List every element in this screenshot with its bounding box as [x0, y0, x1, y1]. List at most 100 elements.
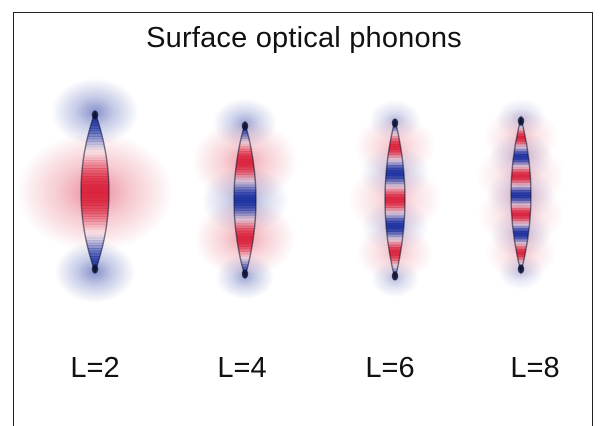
mode-6-stripe-42: [385, 231, 405, 235]
mode-8-stripe-21: [511, 171, 531, 176]
mode-4-stripe-47: [234, 243, 256, 247]
mode-8-stripe-50: [511, 246, 531, 250]
mode-8-stripe-46: [511, 236, 531, 240]
mode-2-stripe-38: [81, 213, 109, 217]
mode-8-stripe-13: [511, 151, 531, 155]
mode-8-stripe-8: [511, 138, 531, 142]
mode-4-stripe-11: [234, 151, 256, 155]
mode-4-stripe-33: [234, 207, 256, 211]
mode-6-stripe-28: [385, 194, 405, 198]
mode-4-stripe-5: [234, 135, 256, 139]
mode-4-stripe-21: [234, 176, 256, 181]
mode-6-stripe-53: [385, 260, 405, 264]
mode-4-stripe-8: [234, 143, 256, 147]
mode-6-stripe-18: [385, 167, 405, 171]
mode-label-l2: L=2: [70, 352, 120, 384]
mode-4-stripe-26: [234, 189, 256, 193]
mode-4-stripe-50: [234, 251, 256, 255]
mode-8-stripe-39: [511, 218, 531, 222]
mode-4-stripe-18: [234, 169, 256, 173]
mode-2-stripe-34: [81, 202, 109, 206]
mode-4-stripe-41: [234, 228, 256, 232]
mode-2-stripe-30: [81, 192, 109, 196]
mode-8-stripe-42: [511, 225, 531, 229]
mode-2-tip-1: [91, 264, 99, 274]
mode-8-stripe-14: [511, 153, 531, 158]
mode-2-stripe-22: [81, 170, 109, 174]
mode-8-stripe-41: [511, 223, 531, 227]
mode-4-stripe-20: [234, 174, 256, 178]
mode-4-stripe-19: [234, 171, 256, 175]
mode-4: [191, 98, 299, 300]
mode-6-stripe-37: [385, 218, 405, 222]
mode-4-stripe-28: [234, 194, 256, 199]
figure-title: Surface optical phonons: [146, 22, 462, 54]
mode-6-stripe-36: [385, 215, 405, 219]
mode-2-stripe-43: [81, 226, 109, 230]
mode-4-stripe-4: [234, 133, 256, 137]
mode-4-stripe-46: [234, 241, 256, 245]
mode-label-l6: L=6: [365, 352, 415, 384]
mode-6-stripe-30: [385, 199, 405, 203]
mode-2-stripe-13: [81, 146, 109, 150]
mode-8-stripe-22: [511, 174, 531, 178]
mode-8-stripe-26: [511, 184, 531, 188]
mode-2-stripe-11: [81, 141, 109, 145]
mode-8-stripe-18: [511, 164, 531, 168]
mode-4-stripe-6: [234, 138, 256, 142]
mode-6-stripe-32: [385, 204, 405, 209]
mode-8-stripe-32: [511, 200, 531, 204]
mode-6-stripe-41: [385, 228, 405, 232]
mode-6-stripe-6: [385, 135, 405, 140]
mode-2-stripe-36: [81, 208, 109, 212]
mode-2-stripe-23: [81, 173, 109, 177]
mode-6-stripe-39: [385, 223, 405, 227]
mode-4-stripe-29: [234, 197, 256, 201]
mode-8-stripe-33: [511, 202, 531, 206]
mode-6-stripe-46: [385, 241, 405, 246]
mode-4-stripe-54: [234, 261, 256, 265]
mode-2-stripe-55: [81, 258, 109, 262]
mode-6-stripe-4: [385, 130, 405, 134]
mode-8-stripe-34: [511, 205, 531, 209]
mode-2-stripe-24: [81, 176, 109, 180]
mode-8-stripe-49: [511, 243, 531, 247]
mode-8-stripe-11: [511, 146, 531, 150]
mode-8-stripe-23: [511, 177, 531, 181]
mode-8-stripe-9: [511, 141, 531, 145]
mode-6-stripe-33: [385, 207, 405, 211]
mode-4-stripe-17: [234, 166, 256, 170]
mode-4-stripe-14: [234, 158, 256, 163]
mode-6-stripe-54: [385, 263, 405, 267]
mode-4-stripe-9: [234, 146, 256, 150]
mode-2-stripe-52: [81, 250, 109, 254]
mode-6-stripe-22: [385, 178, 405, 182]
mode-2-stripe-46: [81, 234, 109, 238]
mode-6-stripe-15: [385, 159, 405, 163]
mode-2-stripe-53: [81, 253, 109, 257]
mode-6-stripe-44: [385, 236, 405, 240]
mode-8-stripe-27: [511, 187, 531, 191]
mode-8-stripe-15: [511, 156, 531, 160]
mode-2-stripe-18: [81, 160, 109, 164]
mode-4-stripe-3: [234, 130, 256, 134]
mode-6-stripe-48: [385, 247, 405, 251]
mode-6-stripe-51: [385, 255, 405, 259]
mode-4-stripe-42: [234, 230, 256, 234]
mode-2-stripe-48: [81, 240, 109, 244]
mode-4-stripe-39: [234, 223, 256, 227]
mode-4-tip-0: [241, 121, 249, 131]
mode-2-stripe-41: [81, 221, 109, 225]
mode-6-stripe-3: [385, 127, 405, 132]
mode-2-stripe-54: [81, 256, 109, 260]
mode-8-stripe-51: [511, 248, 531, 253]
mode-2-stripe-42: [81, 224, 109, 228]
mode-6-stripe-23: [385, 180, 405, 185]
mode-6-stripe-7: [385, 138, 405, 142]
mode-8-stripe-55: [511, 259, 531, 263]
mode-8-stripe-24: [511, 179, 531, 183]
mode-6-stripe-52: [385, 257, 405, 262]
mode-6-stripe-49: [385, 249, 405, 254]
mode-4-stripe-38: [234, 220, 256, 224]
mode-2-stripe-29: [81, 189, 109, 193]
